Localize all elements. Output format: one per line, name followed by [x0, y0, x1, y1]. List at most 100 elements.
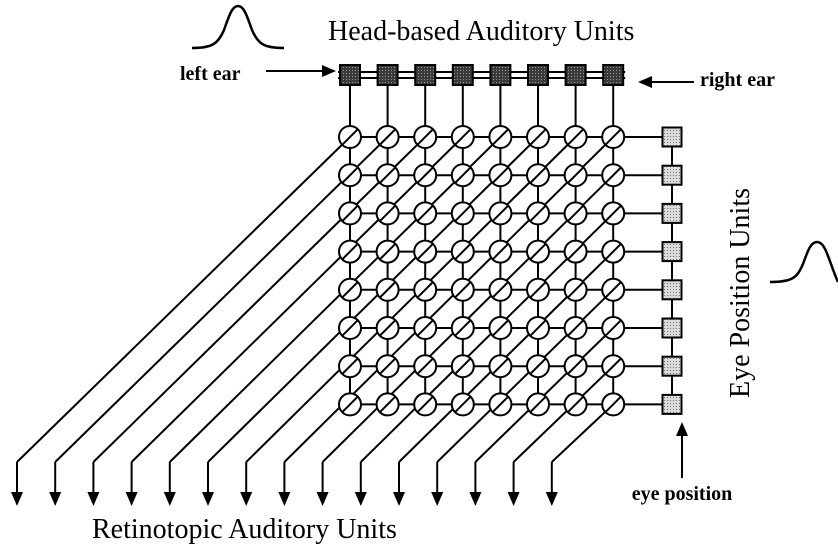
output-arrowhead — [87, 492, 100, 506]
grid-unit-slash — [491, 128, 510, 146]
head-units-title: Head-based Auditory Units — [328, 16, 634, 47]
grid-unit-slash — [604, 204, 622, 223]
right-ear-label: right ear — [700, 69, 775, 91]
grid-unit-slash — [529, 166, 547, 184]
grid-unit-slash — [416, 242, 434, 261]
grid-unit-slash — [566, 242, 585, 261]
grid-unit-slash — [491, 319, 510, 337]
grid-unit-slash — [454, 319, 472, 337]
output-arrowhead — [354, 492, 367, 506]
grid-unit-slash — [491, 357, 510, 375]
grid-unit-slash — [378, 319, 397, 337]
grid-unit-slash — [341, 242, 359, 261]
grid-unit-slash — [529, 319, 547, 337]
grid-unit-slash — [341, 319, 359, 337]
grid-unit-slash — [604, 128, 622, 146]
grid-unit-slash — [454, 395, 472, 414]
head-unit — [376, 64, 399, 86]
output-diagonal-line — [54, 136, 389, 463]
output-arrowhead — [202, 492, 214, 506]
grid-unit-slash — [454, 242, 472, 261]
grid-unit-slash — [378, 242, 397, 261]
eye-unit — [661, 241, 683, 263]
grid-unit-slash — [566, 319, 585, 337]
grid-unit-slash — [416, 319, 434, 337]
grid-unit-slash — [604, 357, 622, 375]
output-arrowhead — [278, 492, 291, 506]
grid-unit-slash — [454, 128, 472, 146]
eye-position-label: eye position — [632, 483, 733, 505]
eye-unit — [661, 317, 683, 339]
grid-unit-slash — [454, 166, 472, 184]
grid-unit-slash — [491, 166, 510, 184]
grid-unit-slash — [566, 166, 585, 184]
right-ear-arrow — [638, 76, 694, 88]
output-arrowhead — [393, 492, 405, 506]
output-diagonal-line — [16, 136, 351, 463]
grid-unit-slash — [378, 281, 397, 299]
output-diagonal-line — [92, 136, 426, 463]
head-unit — [339, 64, 361, 86]
output-projections — [11, 136, 614, 506]
grid-unit-slash — [491, 281, 510, 299]
eye-unit — [661, 355, 683, 377]
eye-units-title: Eye Position Units — [725, 188, 756, 398]
grid-unit-slash — [529, 204, 547, 223]
output-arrowhead — [163, 492, 176, 506]
grid-unit-slash — [378, 204, 397, 223]
grid-unit-slash — [341, 204, 359, 223]
eye-unit — [661, 164, 683, 186]
head-unit — [451, 64, 474, 86]
retinotopic-units-title: Retinotopic Auditory Units — [92, 514, 397, 545]
gaussian-tuning-curve-right — [769, 240, 838, 284]
grid-unit-slash — [566, 204, 585, 223]
grid-unit-slash — [491, 242, 510, 261]
head-unit — [489, 64, 512, 86]
output-diagonal-line — [512, 365, 614, 463]
grid-unit-slash — [416, 395, 434, 414]
grid-unit-slash — [378, 166, 397, 184]
head-unit — [602, 64, 625, 86]
grid-unit-slash — [378, 395, 397, 414]
output-arrowhead — [316, 492, 329, 506]
output-arrowhead — [125, 492, 138, 506]
grid-unit-slash — [604, 281, 622, 299]
output-diagonal-line — [207, 136, 539, 463]
head-unit — [564, 64, 587, 86]
grid-unit-slash — [454, 281, 472, 299]
grid-unit-slash — [491, 395, 510, 414]
grid-unit-slash — [529, 242, 547, 261]
grid-unit-slash — [529, 281, 547, 299]
output-arrowhead — [240, 492, 253, 506]
grid-unit-slash — [341, 357, 359, 375]
grid-unit-slash — [454, 357, 472, 375]
grid-unit-slash — [378, 128, 397, 146]
grid-unit-slash — [566, 357, 585, 375]
grid-unit-slash — [416, 166, 434, 184]
grid-unit-slash — [529, 395, 547, 414]
grid-unit-slash — [566, 281, 585, 299]
grid-unit-slash — [454, 204, 472, 223]
output-arrowhead — [431, 492, 444, 506]
grid-unit-slash — [604, 166, 622, 184]
grid-unit-slash — [529, 357, 547, 375]
output-arrowhead — [49, 492, 62, 506]
grid-unit-slash — [378, 357, 397, 375]
grid-unit-slash — [566, 128, 585, 146]
grid-unit-slash — [529, 128, 547, 146]
output-arrowhead — [507, 492, 520, 506]
eye-unit — [661, 279, 683, 301]
output-arrowhead — [469, 492, 482, 506]
grid-unit-slash — [604, 319, 622, 337]
output-diagonal-line — [130, 136, 464, 463]
eye-unit — [661, 393, 683, 415]
grid-unit-slash — [604, 395, 622, 414]
gaussian-tuning-curve-top — [191, 4, 285, 50]
head-unit — [527, 64, 549, 86]
eye-unit — [661, 202, 683, 224]
left-ear-arrow — [266, 65, 336, 77]
output-diagonal-line — [169, 136, 502, 463]
eye-position-units — [661, 126, 683, 415]
